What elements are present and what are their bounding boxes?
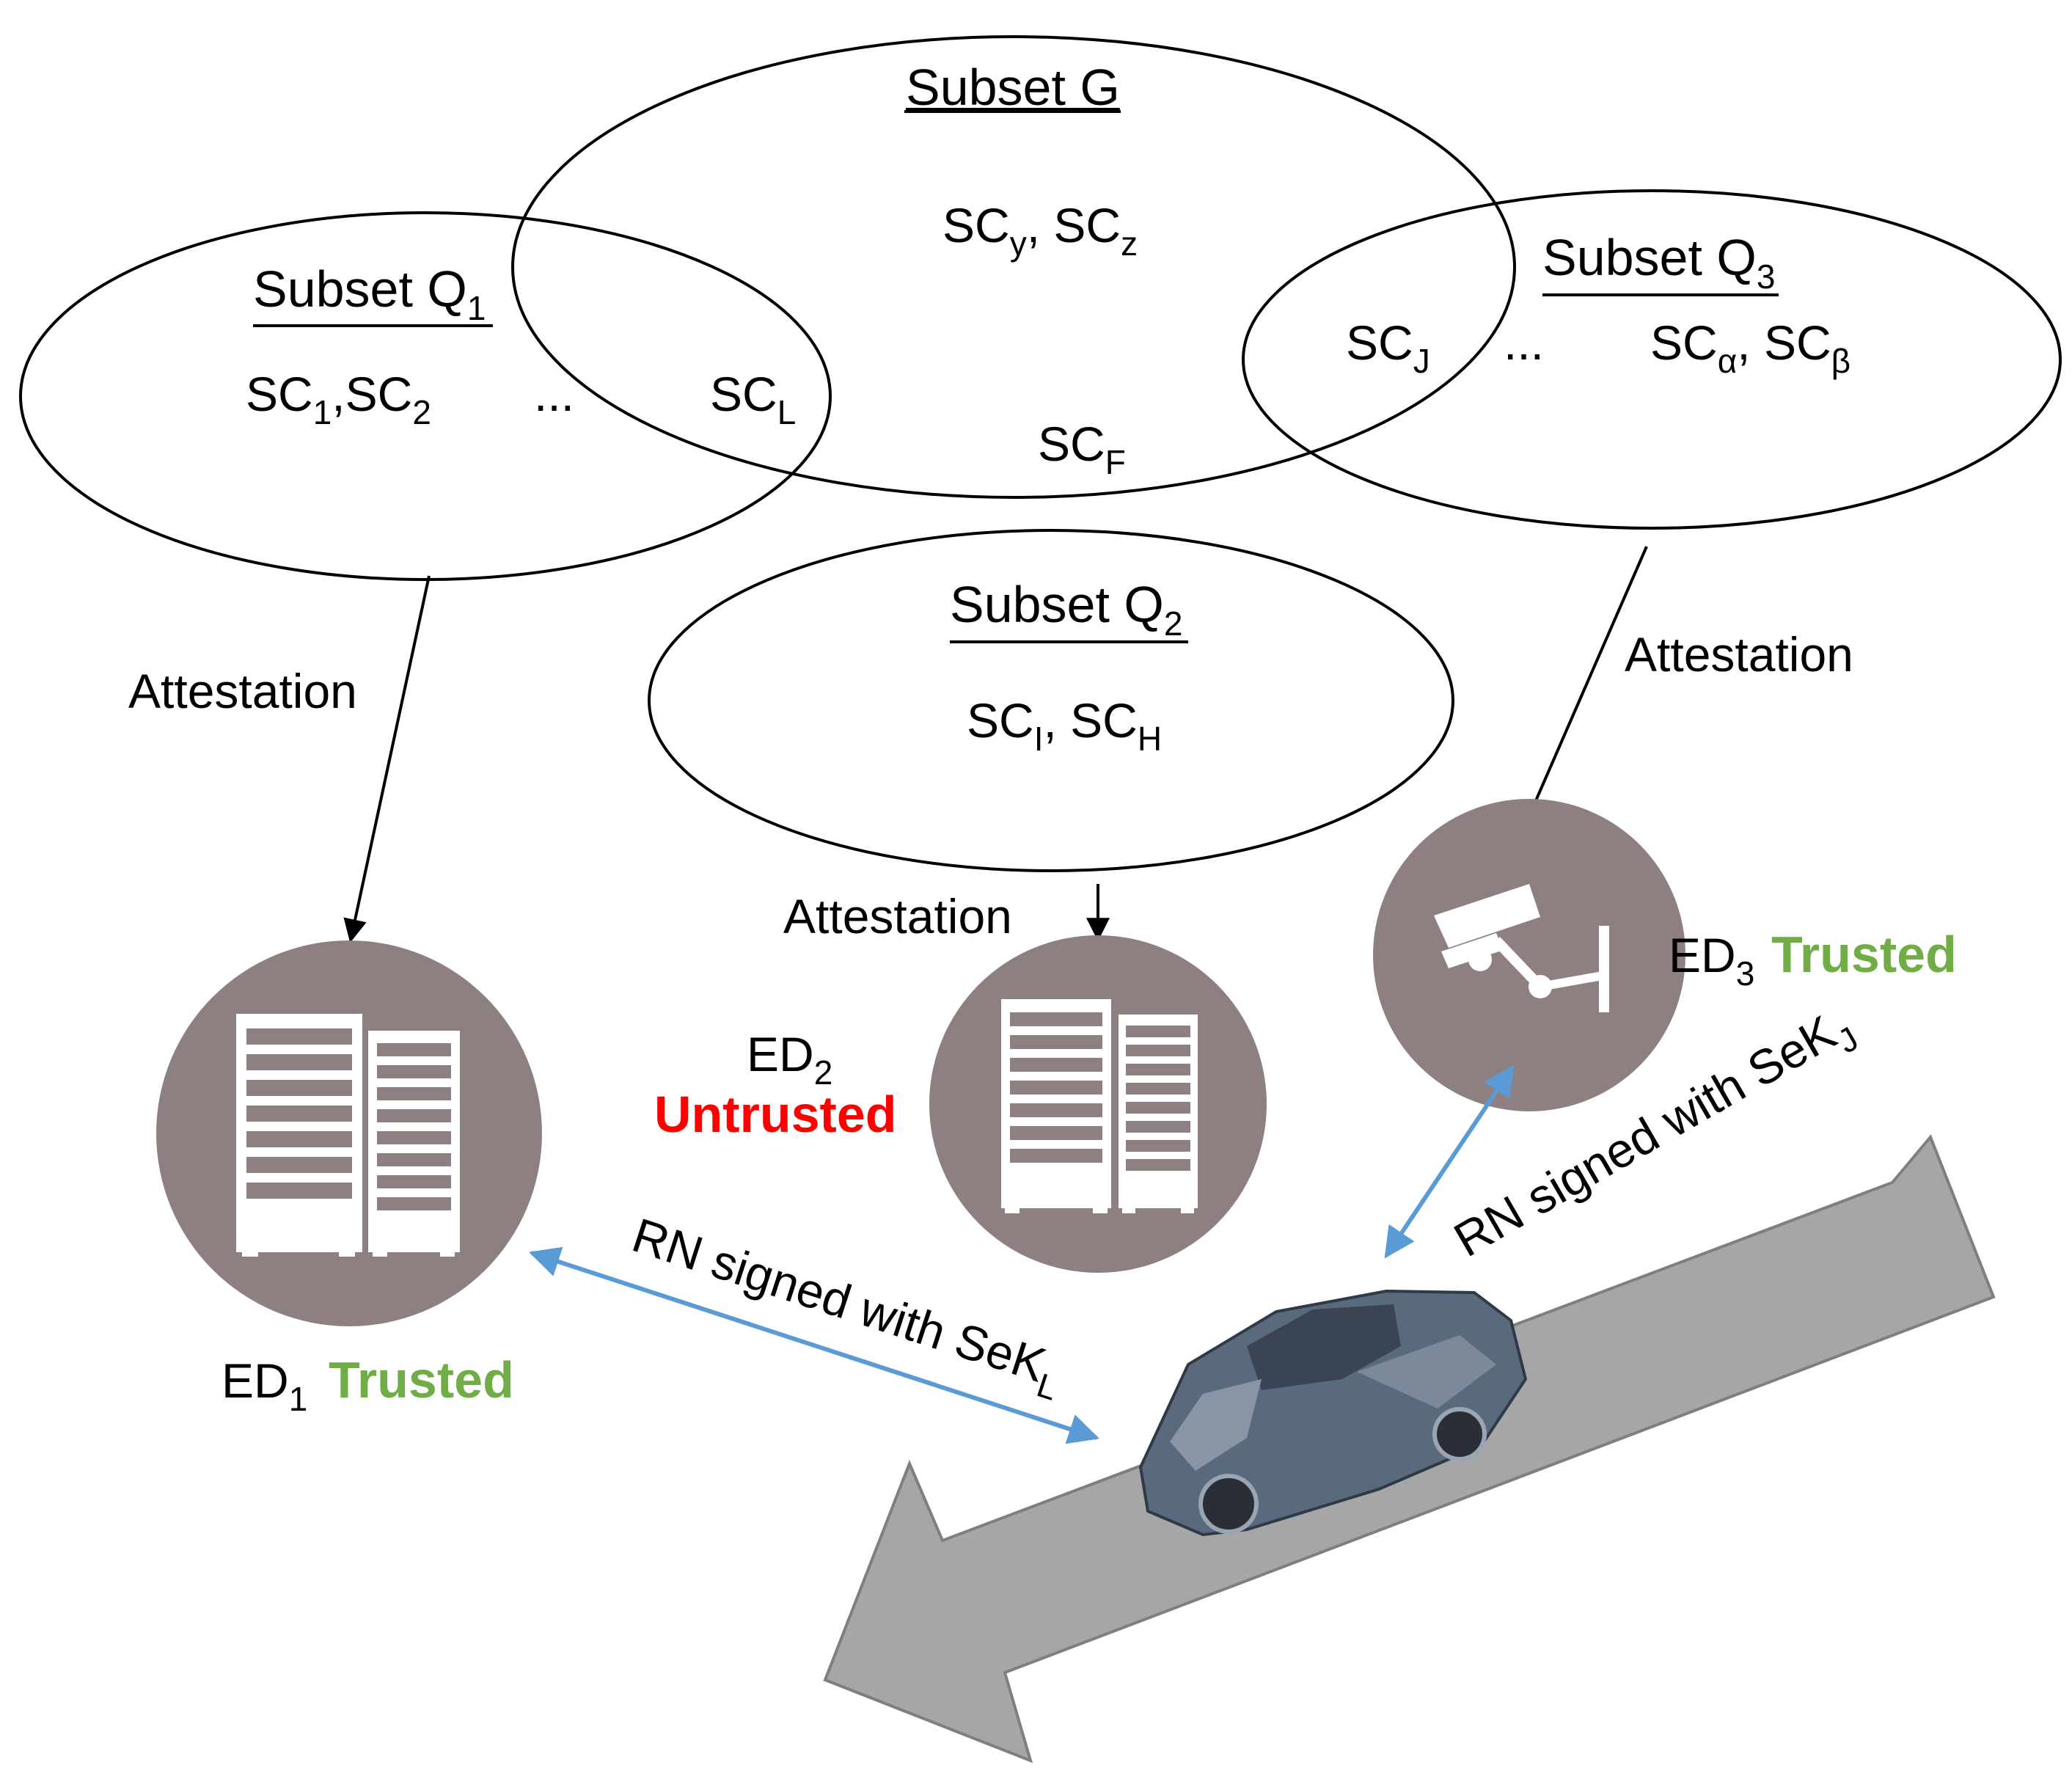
server-rack-icon xyxy=(1001,999,1198,1213)
attestation-arrow-q3 xyxy=(1521,546,1648,830)
ed3-status: Trusted xyxy=(1771,926,1957,983)
attestation-arrow-q1 xyxy=(343,575,431,943)
attestation-label-q3: Attestation xyxy=(1625,627,1853,681)
subset-g-ellipse xyxy=(511,35,1516,499)
ed1-device xyxy=(156,940,542,1326)
subset-q1-title: Subset Q1 xyxy=(253,260,486,327)
ed1-label: ED1 xyxy=(222,1353,307,1418)
ed2-status: Untrusted xyxy=(654,1086,897,1143)
subset-g-title: Subset G xyxy=(906,59,1120,116)
link-arrow-ed1-car xyxy=(529,1246,1099,1444)
subset-q3-items: SCα, SCβ xyxy=(1650,315,1850,380)
subset-q3-item-j: SCJ xyxy=(1346,315,1430,380)
subset-q2-items: SCI, SCH xyxy=(967,693,1162,758)
ed1-status: Trusted xyxy=(329,1351,514,1408)
subset-q1-items: SC1,SC2 xyxy=(246,367,431,431)
subset-q1-item-l: SCL xyxy=(710,367,796,431)
ed3-label: ED3 xyxy=(1669,928,1754,993)
subset-q2-ellipse xyxy=(648,529,1454,872)
attestation-label-q2: Attestation xyxy=(783,889,1012,943)
ed3-device xyxy=(1373,799,1685,1111)
subset-g-item-f: SCF xyxy=(1038,417,1126,481)
subset-q3-title: Subset Q3 xyxy=(1542,229,1775,296)
subset-q3-ellipse xyxy=(1242,189,2062,530)
subset-q1-ellipsis: ... xyxy=(534,367,574,421)
security-camera-icon xyxy=(1434,884,1609,1012)
subset-q2-title: Subset Q2 xyxy=(950,576,1182,643)
attestation-label-q1: Attestation xyxy=(128,664,357,718)
link-arrow-ed3-car xyxy=(1384,1064,1515,1259)
car-icon xyxy=(1138,1289,1528,1537)
subset-q1-ellipse xyxy=(19,211,832,581)
ed2-label: ED2 xyxy=(747,1027,832,1092)
subset-g-items-top: SCy, SCz xyxy=(942,198,1138,263)
server-rack-icon xyxy=(236,1014,460,1257)
subset-q3-ellipsis: ... xyxy=(1504,315,1544,370)
ed2-device xyxy=(929,935,1267,1273)
